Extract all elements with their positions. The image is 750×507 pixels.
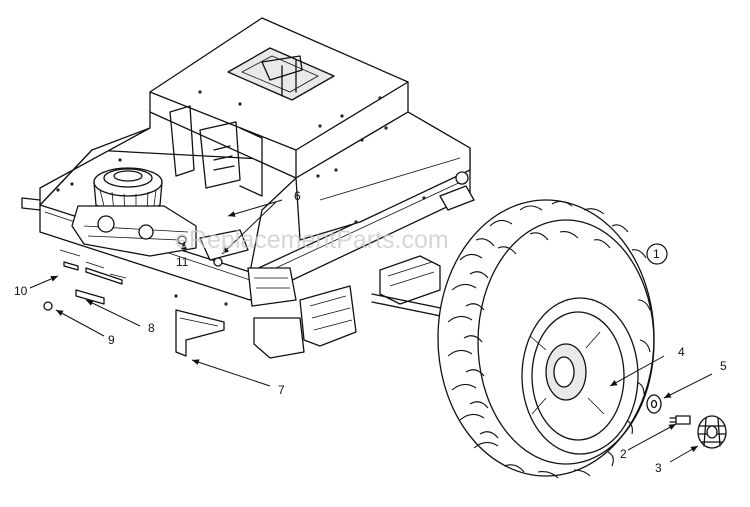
callout-5: 5 [720,359,727,373]
washer [646,394,662,414]
callout-circle-1 [646,243,668,265]
callout-leaders [29,199,713,463]
hub-cap [697,415,727,449]
callout-3: 3 [655,461,662,475]
bolt [669,415,691,425]
watermark-text: eReplacementParts.com [175,226,449,254]
callout-9: 9 [108,333,115,347]
callout-11: 11 [176,255,189,269]
callout-7: 7 [278,383,285,397]
chassis-frame [21,17,475,359]
callout-10: 10 [14,284,28,298]
callout-8: 8 [148,321,155,335]
wheel-rim [521,297,639,455]
callout-labels: 1 2 3 4 5 6 7 8 9 10 11 [14,189,727,475]
callout-1: 1 [653,247,660,261]
callout-4: 4 [678,345,685,359]
callout-2: 2 [620,447,627,461]
callout-6: 6 [294,189,301,203]
